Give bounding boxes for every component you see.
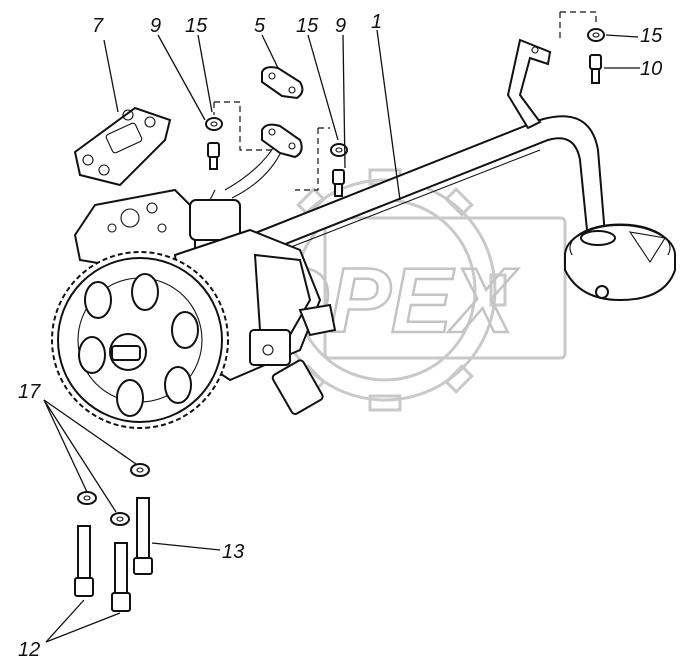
callout-7: 7 xyxy=(92,15,104,37)
washer-17-a xyxy=(130,463,150,477)
washer-15-left xyxy=(205,117,223,131)
callout-10: 10 xyxy=(640,58,662,80)
bolt-10 xyxy=(589,54,602,84)
oil-pump-body xyxy=(73,144,337,415)
bolt-9-left xyxy=(207,142,220,170)
callout-1: 1 xyxy=(371,11,382,33)
washer-17-b xyxy=(77,491,97,505)
flange-gasket xyxy=(261,123,303,159)
bolt-12-b xyxy=(111,542,131,612)
callout-15-left: 15 xyxy=(185,15,208,37)
callout-13: 13 xyxy=(222,541,244,563)
callout-15-mid: 15 xyxy=(296,15,319,37)
drive-gear xyxy=(51,251,229,429)
suction-pipe xyxy=(223,38,676,302)
callout-5: 5 xyxy=(254,15,266,37)
washer-15-right xyxy=(587,28,605,42)
gasket-5 xyxy=(261,66,304,100)
bolt-13 xyxy=(133,497,153,575)
gasket-7 xyxy=(73,106,172,187)
callout-17: 17 xyxy=(18,381,41,403)
washer-17-c xyxy=(110,512,130,526)
callout-9-left: 9 xyxy=(150,15,161,37)
assembly-dashed-lines xyxy=(213,11,597,191)
leader-lines xyxy=(43,29,640,643)
callout-15-right: 15 xyxy=(640,25,663,47)
bolt-12-a xyxy=(74,525,94,597)
bolt-9-right xyxy=(332,169,345,197)
callout-12: 12 xyxy=(18,639,40,661)
washer-15-mid xyxy=(330,143,348,157)
callout-9-right: 9 xyxy=(335,15,346,37)
